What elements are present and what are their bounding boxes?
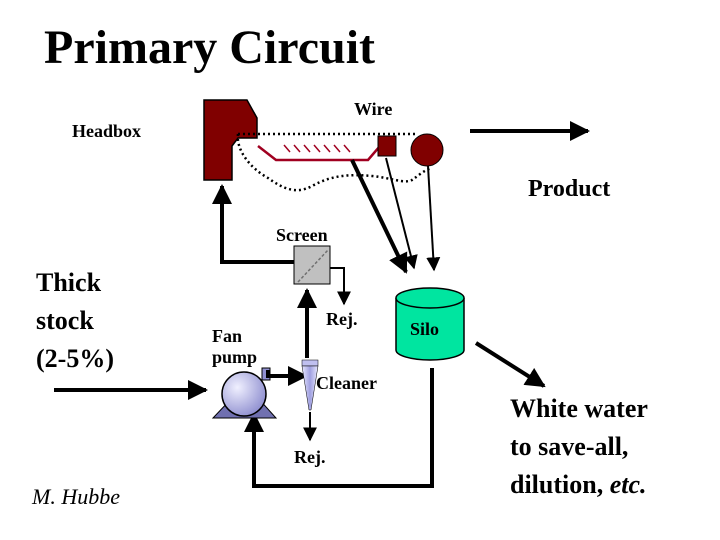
- suction-box: [377, 135, 397, 157]
- headbox-label: Headbox: [72, 121, 142, 141]
- screen-plate: [297, 249, 329, 283]
- fan-pump: [211, 367, 278, 419]
- thick-stock-line-3: (2-5%): [36, 344, 114, 373]
- thick-stock-line-2: stock: [36, 306, 94, 335]
- silo-label: Silo: [410, 319, 440, 339]
- white-water-line-2: to save-all,: [510, 432, 629, 461]
- thick-stock-line-1: Thick: [36, 268, 102, 297]
- trough-hatching: [283, 144, 351, 153]
- pump-to-cleaner: [266, 366, 308, 386]
- fan-pump-line-2: pump: [212, 347, 258, 367]
- headbox: [203, 99, 258, 181]
- white-water-label: White water to save-all, dilution, etc.: [510, 390, 648, 504]
- forming-trough: [257, 145, 381, 162]
- white-water-line-3-text: dilution,: [510, 470, 610, 499]
- drain-line-2: [385, 157, 418, 270]
- white-water-etc: etc.: [609, 470, 647, 499]
- screen-label: Screen: [276, 225, 328, 245]
- fan-pump-label: Fan pump: [212, 326, 257, 368]
- screen-reject-label: Rej.: [326, 309, 358, 329]
- wire-label: Wire: [354, 99, 393, 119]
- cleaner-reject-label: Rej.: [294, 447, 326, 467]
- product-label: Product: [528, 176, 611, 202]
- fan-pump-line-1: Fan: [212, 326, 243, 346]
- wire-loop: [236, 132, 433, 192]
- silo: [395, 287, 465, 361]
- return-line: [244, 368, 434, 488]
- pressure-screen: [293, 245, 331, 285]
- cleaner: [301, 359, 319, 411]
- white-water-arrow: [474, 341, 546, 388]
- page-title: Primary Circuit: [44, 21, 376, 74]
- screen-to-headbox: [212, 184, 294, 264]
- drain-line-1: [350, 159, 408, 274]
- cleaner-label: Cleaner: [316, 373, 377, 393]
- drain-line-3: [426, 165, 441, 272]
- author-label: M. Hubbe: [32, 484, 120, 509]
- couch-roll: [410, 133, 444, 167]
- screen-reject-line: [330, 267, 351, 306]
- thick-stock-label: Thick stock (2-5%): [36, 264, 114, 378]
- white-water-line-1: White water: [510, 394, 648, 423]
- white-water-line-3: dilution, etc.: [510, 466, 648, 504]
